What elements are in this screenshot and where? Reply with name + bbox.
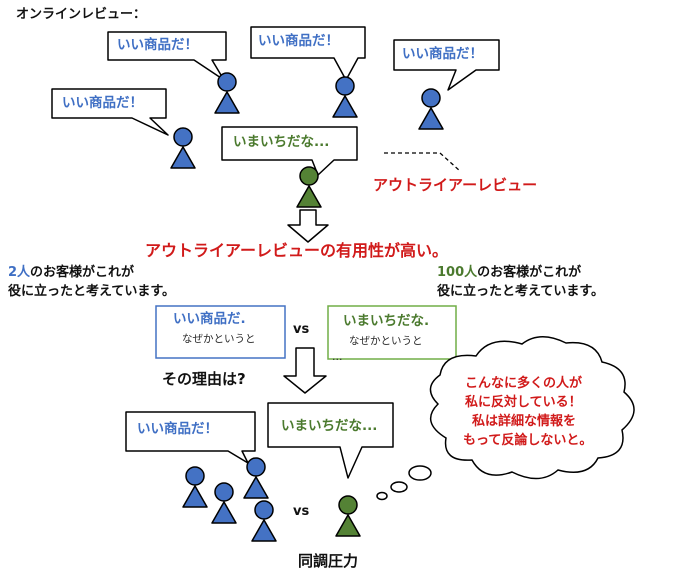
right-helpful-line1: 100人のお客様がこれが [437,266,581,279]
speech-bubble-good-3 [393,39,500,91]
thought-line-2: 私に反対している！ [465,395,582,410]
bubble-text-good-bottom: いい商品だ！ [137,421,218,437]
left-helpful-text: のお客様がこれが [30,265,135,280]
thought-line-3: 私は詳細な情報を [472,414,577,429]
speech-bubble-good-4 [51,88,169,136]
bubble-text-bad-bottom: いまいちだな... [281,418,378,434]
speech-bubble-good-1 [107,31,227,81]
person-icon [251,500,277,542]
review-card-good [155,305,286,359]
bubble-text-good: いい商品だ！ [117,37,198,53]
vs-label: vs [293,322,310,337]
bubble-text-good: いい商品だ！ [258,33,339,49]
person-icon [170,127,196,169]
person-icon [182,466,208,508]
vs-label-bottom: vs [293,504,310,519]
outlier-person-icon [335,495,361,537]
conclusion-text: アウトライアーレビューの有用性が高い。 [145,241,449,260]
left-helpful-count: 2人 [8,265,31,280]
thought-line-4: もって反論しないと。 [463,433,593,448]
outlier-leader-line [384,152,461,172]
left-helpful-line2: 役に立ったと考えています。 [8,284,176,299]
diagram-title: オンラインレビュー： [16,7,147,22]
right-helpful-line2: 役に立ったと考えています。 [437,284,605,299]
bubble-text-bad: いまいちだな... [233,134,330,150]
thought-cloud [376,336,635,501]
right-card-title: いまいちだな. [343,313,430,329]
speech-bubble-good-bottom [125,411,256,464]
person-icon [214,72,240,114]
thought-line-1: こんなに多くの人が [465,376,583,391]
right-helpful-count: 100人 [437,265,478,280]
person-icon [211,482,237,524]
left-card-title: いい商品だ. [173,311,246,327]
left-helpful-line1: 2人のお客様がこれが [8,266,134,279]
person-icon [243,457,269,499]
review-card-bad [327,305,457,360]
down-arrow-2 [283,347,327,394]
left-card-sub: なぜかというと [182,333,256,345]
outlier-person-icon [296,166,322,208]
bubble-text-good: いい商品だ！ [62,95,143,111]
speech-bubble-good-2 [250,26,366,81]
right-card-sub: なぜかというと [349,335,423,347]
bubble-text-good: いい商品だ！ [402,46,483,62]
speech-bubble-bad-bottom [267,402,394,479]
caption-conformity: 同調圧力 [298,552,359,570]
person-icon [332,76,358,118]
outlier-label: アウトライアーレビュー [373,176,538,194]
right-card-ellipsis: … [332,351,343,363]
reason-question: その理由は? [162,370,246,388]
speech-bubble-bad [221,126,358,176]
person-icon [418,88,444,130]
right-helpful-text: のお客様がこれが [477,265,582,280]
down-arrow-1 [287,209,329,243]
